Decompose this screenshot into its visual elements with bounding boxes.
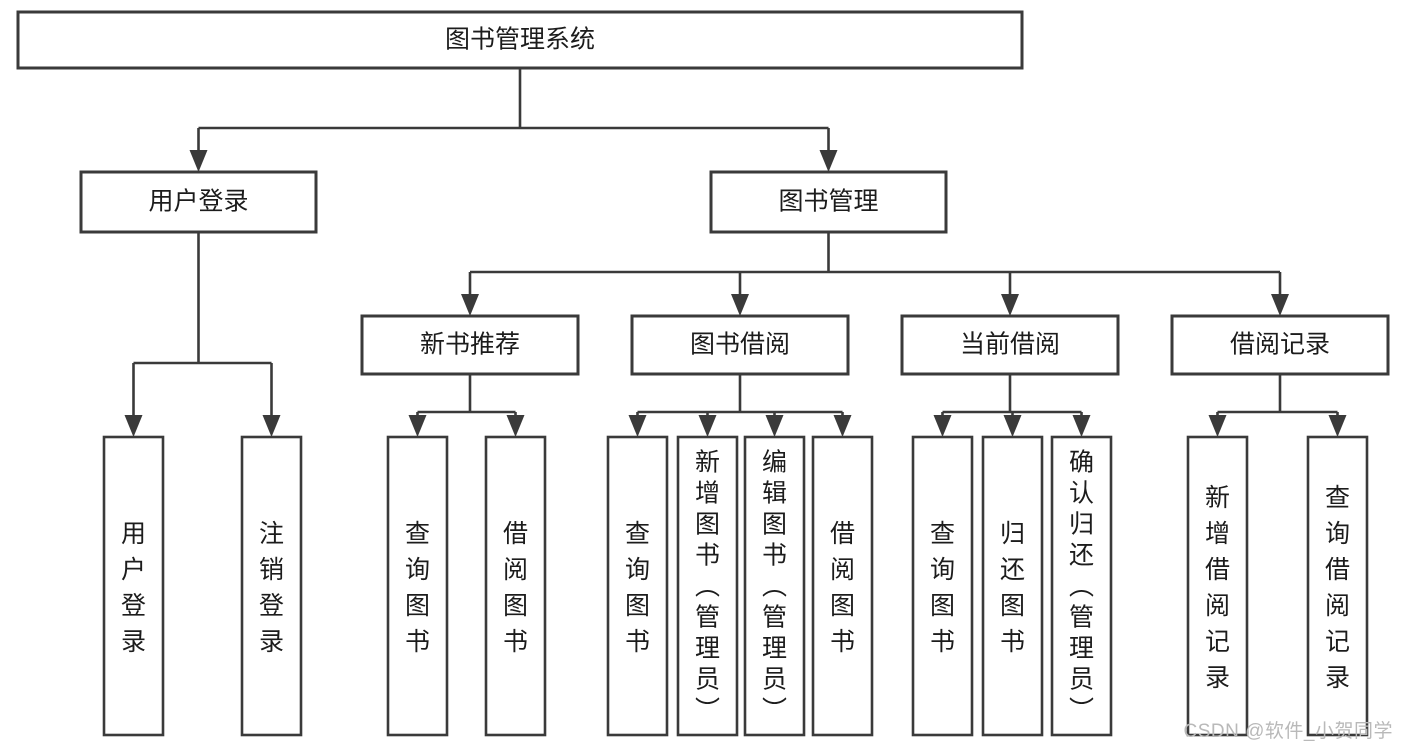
node-new-book-recommend[interactable]: 新书推荐 <box>360 314 580 376</box>
node-user-login[interactable]: 用户登录 <box>79 170 318 234</box>
node-box <box>102 435 165 737</box>
node-leaf-edit-book[interactable]: 编辑图书︵管理员︶ <box>743 435 806 737</box>
node-leaf-query-record[interactable]: 查询借阅记录 <box>1306 435 1369 737</box>
node-label: 注销登录 <box>259 520 284 656</box>
node-label: 当前借阅 <box>960 331 1060 359</box>
node-box <box>360 314 580 376</box>
arrow-head-icon <box>408 415 427 437</box>
node-label: 新增借阅记录 <box>1205 484 1230 692</box>
node-root[interactable]: 图书管理系统 <box>16 10 1024 70</box>
node-leaf-add-record[interactable]: 新增借阅记录 <box>1186 435 1249 737</box>
node-box <box>484 435 547 737</box>
node-leaf-query-book-2[interactable]: 查询图书 <box>606 435 669 737</box>
arrow-head-icon <box>1271 294 1289 316</box>
node-box <box>911 435 974 737</box>
arrow-head-icon <box>262 415 281 437</box>
node-box <box>1186 435 1249 737</box>
connector-edges <box>124 68 1347 437</box>
arrow-head-icon <box>124 415 143 437</box>
node-leaf-add-book[interactable]: 新增图书︵管理员︶ <box>676 435 739 737</box>
node-label: 借阅记录 <box>1230 331 1330 359</box>
node-box <box>79 170 318 234</box>
node-label: 新增图书︵管理员︶ <box>695 449 720 725</box>
node-current-borrow[interactable]: 当前借阅 <box>900 314 1120 376</box>
arrow-head-icon <box>189 150 208 172</box>
node-label: 借阅图书 <box>503 520 528 656</box>
node-book-borrow[interactable]: 图书借阅 <box>630 314 850 376</box>
arrow-head-icon <box>506 415 525 437</box>
arrow-head-icon <box>933 415 952 437</box>
node-label: 用户登录 <box>121 520 146 656</box>
node-label: 查询图书 <box>405 520 430 656</box>
node-leaf-user-login[interactable]: 用户登录 <box>102 435 165 737</box>
node-leaf-borrow-book-1[interactable]: 借阅图书 <box>484 435 547 737</box>
node-label: 查询图书 <box>625 520 650 656</box>
arrow-head-icon <box>833 415 852 437</box>
node-box <box>386 435 449 737</box>
arrow-head-icon <box>1072 415 1091 437</box>
node-box <box>1306 435 1369 737</box>
node-box <box>743 435 806 737</box>
arrow-head-icon <box>1328 415 1347 437</box>
node-box <box>676 435 739 737</box>
arrow-head-icon <box>1208 415 1227 437</box>
node-label: 用户登录 <box>148 188 248 216</box>
node-label: 归还图书 <box>1000 520 1025 656</box>
node-label: 新书推荐 <box>420 331 520 359</box>
node-box <box>240 435 303 737</box>
node-box <box>709 170 948 234</box>
node-label: 借阅图书 <box>830 520 855 656</box>
node-label: 图书管理 <box>778 188 878 216</box>
node-box <box>630 314 850 376</box>
arrow-head-icon <box>698 415 717 437</box>
node-box <box>981 435 1044 737</box>
arrow-head-icon <box>1003 415 1022 437</box>
node-label: 图书借阅 <box>690 331 790 359</box>
node-box <box>811 435 874 737</box>
node-leaf-return-book[interactable]: 归还图书 <box>981 435 1044 737</box>
arrow-head-icon <box>765 415 784 437</box>
arrow-head-icon <box>731 294 749 316</box>
node-label: 编辑图书︵管理员︶ <box>762 449 787 725</box>
csdn-watermark: CSDN @软件_小贺同学 <box>1183 721 1393 742</box>
node-book-manage[interactable]: 图书管理 <box>709 170 948 234</box>
node-label: 确认归还︵管理员︶ <box>1069 449 1094 725</box>
node-box <box>1050 435 1113 737</box>
node-leaf-confirm-return[interactable]: 确认归还︵管理员︶ <box>1050 435 1113 737</box>
node-box <box>900 314 1120 376</box>
arrow-head-icon <box>461 294 479 316</box>
diagram-nodes: 图书管理系统用户登录图书管理新书推荐图书借阅当前借阅借阅记录用户登录注销登录查询… <box>16 10 1390 737</box>
node-box <box>1170 314 1390 376</box>
node-box <box>16 10 1024 70</box>
node-label: 查询图书 <box>930 520 955 656</box>
node-label: 查询借阅记录 <box>1325 484 1350 692</box>
arrow-head-icon <box>1001 294 1019 316</box>
node-borrow-record[interactable]: 借阅记录 <box>1170 314 1390 376</box>
node-leaf-query-book-3[interactable]: 查询图书 <box>911 435 974 737</box>
node-leaf-user-logout[interactable]: 注销登录 <box>240 435 303 737</box>
arrow-head-icon <box>628 415 647 437</box>
node-box <box>606 435 669 737</box>
arrow-head-icon <box>819 150 838 172</box>
node-label: 图书管理系统 <box>445 26 595 54</box>
node-leaf-query-book-1[interactable]: 查询图书 <box>386 435 449 737</box>
node-leaf-borrow-book-2[interactable]: 借阅图书 <box>811 435 874 737</box>
